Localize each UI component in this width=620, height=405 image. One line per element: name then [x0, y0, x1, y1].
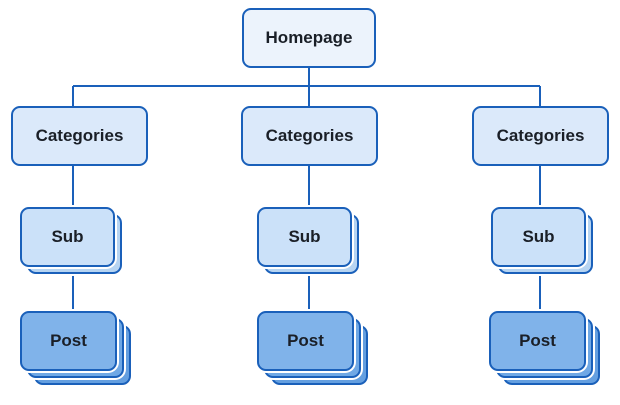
homepage-node: Homepage: [242, 8, 376, 68]
category-label: Categories: [35, 126, 124, 145]
category-node-1: Categories: [11, 106, 148, 166]
homepage-label: Homepage: [265, 28, 353, 47]
post-card: Post: [489, 311, 586, 371]
post-label: Post: [519, 331, 556, 350]
sub-node-stack-3: Sub: [491, 207, 593, 274]
post-label: Post: [50, 331, 87, 350]
sub-label: Sub: [288, 227, 321, 246]
post-node-stack-3: Post: [489, 311, 600, 385]
sub-label: Sub: [51, 227, 84, 246]
sub-card: Sub: [20, 207, 115, 267]
category-node-2: Categories: [241, 106, 378, 166]
sub-node-stack-2: Sub: [257, 207, 359, 274]
post-node-stack-1: Post: [20, 311, 131, 385]
sub-node-stack-1: Sub: [20, 207, 122, 274]
sub-label: Sub: [522, 227, 555, 246]
post-node-stack-2: Post: [257, 311, 368, 385]
category-label: Categories: [496, 126, 585, 145]
sub-card: Sub: [257, 207, 352, 267]
post-card: Post: [20, 311, 117, 371]
sub-card: Sub: [491, 207, 586, 267]
post-label: Post: [287, 331, 324, 350]
category-label: Categories: [265, 126, 354, 145]
category-node-3: Categories: [472, 106, 609, 166]
post-card: Post: [257, 311, 354, 371]
